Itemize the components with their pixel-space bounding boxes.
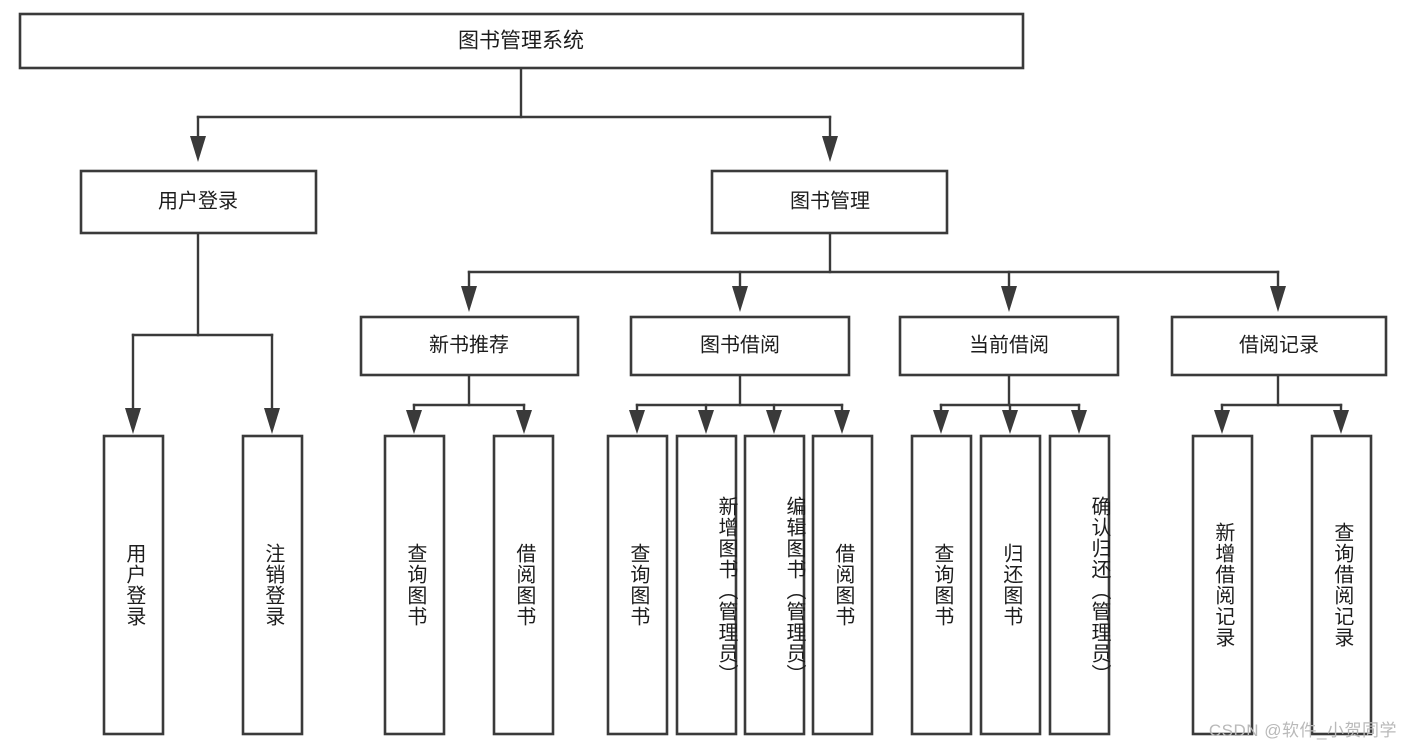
node-current-borrow-box[interactable] [898, 315, 1120, 377]
arrowhead-leaf-user-login [125, 408, 141, 434]
leaf-box-user-login[interactable] [102, 434, 165, 736]
leaf-box-br-query-record[interactable] [1310, 434, 1373, 736]
leaf-box-bb-add-book[interactable] [675, 434, 738, 736]
leaf-box-cb-query-book[interactable] [910, 434, 973, 736]
node-user-login-label: 用户登录 [158, 189, 238, 212]
node-borrow-record[interactable]: 借阅记录 [1170, 315, 1388, 377]
leaf-box-bb-edit-book[interactable] [743, 434, 806, 736]
arrowhead-leaf-newbook-borrow [516, 410, 532, 434]
node-root-box[interactable] [18, 12, 1025, 70]
arrowhead-leaf-bb-borrow [834, 410, 850, 434]
arrowhead-bookmgmt [822, 136, 838, 162]
node-borrow-record-box[interactable] [1170, 315, 1388, 377]
arrowhead-leaf-bb-edit [766, 410, 782, 434]
arrowhead-userlogin [190, 136, 206, 162]
leaf-box-user-logout[interactable] [241, 434, 304, 736]
leaf-box-cb-return-book[interactable] [979, 434, 1042, 736]
leaf-box-bb-query-book[interactable] [606, 434, 669, 736]
arrowhead-leaf-br-add [1214, 410, 1230, 434]
leaf-box-nbr-query-book[interactable] [383, 434, 446, 736]
arrowhead-newbook [461, 286, 477, 312]
leaf-box-nbr-borrow-book[interactable] [492, 434, 555, 736]
arrowhead-leaf-user-logout [264, 408, 280, 434]
node-book-borrow[interactable]: 图书借阅 [629, 315, 851, 377]
connector-group-newbook [406, 373, 532, 434]
node-book-management-label: 图书管理 [790, 189, 870, 212]
arrowhead-leaf-cb-confirm [1071, 410, 1087, 434]
connector-group-bookmgmt [461, 231, 1286, 312]
arrowhead-leaf-bb-query [629, 410, 645, 434]
node-new-book-recommend-box[interactable] [359, 315, 580, 377]
arrowhead-leaf-newbook-query [406, 410, 422, 434]
arrowhead-leaf-bb-add [698, 410, 714, 434]
connector-group-borrowrecord [1214, 373, 1349, 434]
node-book-management-box[interactable] [710, 169, 949, 235]
node-user-login-box[interactable] [79, 169, 318, 235]
node-root[interactable]: 图书管理系统 [18, 12, 1025, 70]
node-new-book-recommend[interactable]: 新书推荐 [359, 315, 580, 377]
connector-group-root [190, 66, 838, 162]
node-new-book-recommend-label: 新书推荐 [429, 333, 509, 356]
arrowhead-leaf-br-query [1333, 410, 1349, 434]
connector-group-bookborrow [629, 373, 850, 434]
node-current-borrow[interactable]: 当前借阅 [898, 315, 1120, 377]
connector-group-currentborrow [933, 373, 1087, 434]
leaf-box-br-add-record[interactable] [1191, 434, 1254, 736]
connector-group-userlogin [125, 231, 280, 434]
csdn-watermark: CSDN @软件_小贺同学 [1208, 721, 1397, 740]
arrowhead-leaf-cb-query [933, 410, 949, 434]
node-book-borrow-label: 图书借阅 [700, 333, 780, 356]
leaf-box-cb-confirm-return[interactable] [1048, 434, 1111, 736]
node-book-management[interactable]: 图书管理 [710, 169, 949, 235]
arrowhead-borrowrecord [1270, 286, 1286, 312]
node-book-borrow-box[interactable] [629, 315, 851, 377]
arrowhead-leaf-cb-return [1002, 410, 1018, 434]
arrowhead-currentborrow [1001, 286, 1017, 312]
node-root-label: 图书管理系统 [458, 30, 584, 53]
arrowhead-bookborrow [732, 286, 748, 312]
leaf-box-bb-borrow-book[interactable] [811, 434, 874, 736]
node-borrow-record-label: 借阅记录 [1239, 333, 1319, 356]
node-current-borrow-label: 当前借阅 [969, 333, 1049, 356]
node-user-login[interactable]: 用户登录 [79, 169, 318, 235]
